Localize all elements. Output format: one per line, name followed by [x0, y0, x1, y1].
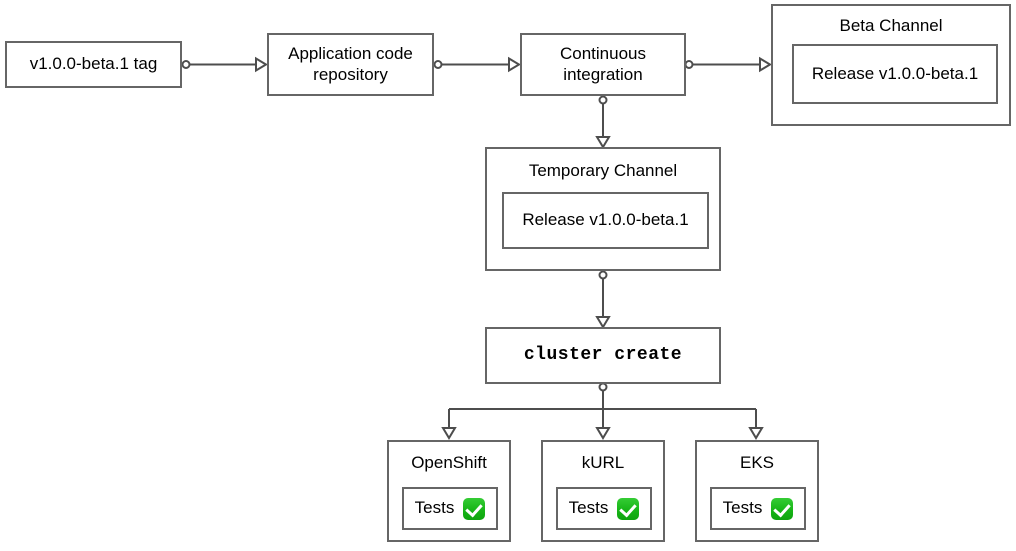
node-beta-channel-title: Beta Channel	[839, 16, 943, 35]
edge-ci-to-beta-channel	[684, 56, 772, 73]
node-tag-label: v1.0.0-beta.1 tag	[29, 54, 158, 74]
node-kurl-title: kURL	[581, 453, 625, 472]
node-kurl-tests[interactable]: Tests	[556, 487, 652, 530]
node-temporary-channel-release[interactable]: Release v1.0.0-beta.1	[502, 192, 709, 249]
edge-repo-to-ci	[433, 56, 521, 73]
node-beta-channel[interactable]: Beta Channel Release v1.0.0-beta.1	[771, 4, 1011, 126]
node-cluster-create-label: cluster create	[523, 344, 683, 365]
node-eks[interactable]: EKS Tests	[695, 440, 819, 542]
node-temporary-channel-release-label: Release v1.0.0-beta.1	[522, 210, 689, 230]
node-application-code-repository-label: Application code repository	[288, 44, 413, 84]
node-kurl-tests-label: Tests	[568, 498, 609, 518]
node-openshift[interactable]: OpenShift Tests	[387, 440, 511, 542]
node-eks-title: EKS	[739, 453, 775, 472]
edge-cluster-create-to-eks	[748, 409, 764, 440]
white-heavy-check-mark-icon	[771, 497, 794, 520]
white-heavy-check-mark-icon	[463, 497, 486, 520]
node-openshift-tests-label: Tests	[414, 498, 455, 518]
node-openshift-title: OpenShift	[411, 453, 487, 472]
node-cluster-create[interactable]: cluster create	[485, 327, 721, 384]
node-beta-channel-release[interactable]: Release v1.0.0-beta.1	[792, 44, 998, 104]
node-temporary-channel-title: Temporary Channel	[528, 161, 678, 180]
node-eks-tests-label: Tests	[722, 498, 763, 518]
node-application-code-repository[interactable]: Application code repository	[267, 33, 434, 96]
node-tag[interactable]: v1.0.0-beta.1 tag	[5, 41, 182, 88]
node-continuous-integration-label: Continuous integration	[559, 44, 646, 84]
edge-ci-to-temporary-channel	[595, 95, 611, 149]
edge-cluster-create-to-kurl	[595, 409, 611, 440]
node-beta-channel-release-label: Release v1.0.0-beta.1	[811, 63, 979, 83]
edge-tag-to-repo	[181, 56, 268, 73]
white-heavy-check-mark-icon	[617, 497, 640, 520]
node-kurl[interactable]: kURL Tests	[541, 440, 665, 542]
node-openshift-tests[interactable]: Tests	[402, 487, 498, 530]
node-eks-tests[interactable]: Tests	[710, 487, 806, 530]
node-temporary-channel[interactable]: Temporary Channel Release v1.0.0-beta.1	[485, 147, 721, 271]
node-continuous-integration[interactable]: Continuous integration	[520, 33, 686, 96]
edge-temporary-channel-to-cluster-create	[595, 270, 611, 329]
